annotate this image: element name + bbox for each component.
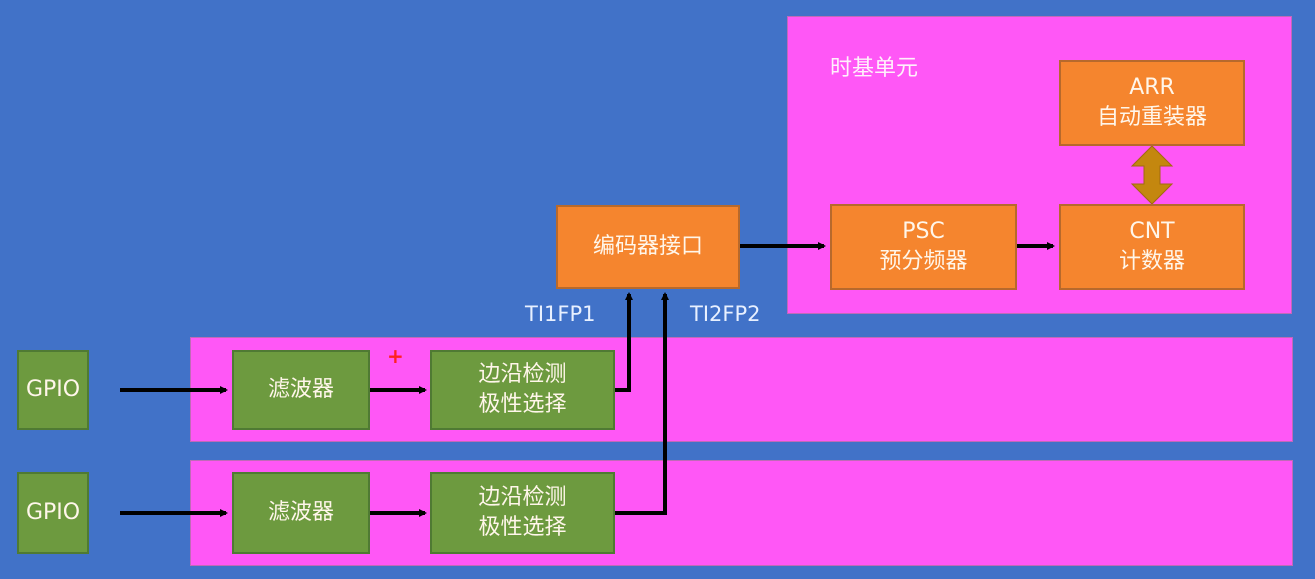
filter-1-block: 滤波器 xyxy=(232,350,370,430)
edge-detect-1-line2: 极性选择 xyxy=(478,392,567,417)
gpio-2-block: GPIO xyxy=(17,472,89,554)
filter-2-label: 滤波器 xyxy=(267,500,334,525)
edge-detect-2-line2: 极性选择 xyxy=(478,515,567,540)
wire-ti2fp2 xyxy=(614,292,669,515)
bidirectional-arrow-arr-cnt xyxy=(1130,145,1174,205)
arr-desc: 自动重装器 xyxy=(1096,105,1207,130)
arr-label: ARR xyxy=(1129,75,1175,100)
edge-detect-1-line1: 边沿检测 xyxy=(478,362,567,387)
arr-auto-reload-block: ARR 自动重装器 xyxy=(1059,60,1245,146)
psc-desc: 预分频器 xyxy=(879,249,968,274)
time-base-unit-title: 时基单元 xyxy=(830,56,919,81)
edge-detect-1-block: 边沿检测 极性选择 xyxy=(430,350,615,430)
gpio-1-label: GPIO xyxy=(25,377,81,402)
encoder-interface-label: 编码器接口 xyxy=(592,234,703,259)
psc-label: PSC xyxy=(902,219,945,244)
encoder-interface-block: 编码器接口 xyxy=(556,205,740,289)
edge-detect-2-block: 边沿检测 极性选择 xyxy=(430,472,615,554)
filter-2-block: 滤波器 xyxy=(232,472,370,554)
cursor-crosshair-icon: + xyxy=(387,344,404,368)
wire-ti1fp1 xyxy=(614,292,633,392)
cnt-counter-block: CNT 计数器 xyxy=(1059,204,1245,290)
edge-detect-2-line1: 边沿检测 xyxy=(478,485,567,510)
cnt-desc: 计数器 xyxy=(1118,249,1185,274)
ti2fp2-label: TI2FP2 xyxy=(690,302,761,326)
ti1fp1-label: TI1FP1 xyxy=(525,302,596,326)
cnt-label: CNT xyxy=(1129,219,1175,244)
filter-1-label: 滤波器 xyxy=(267,377,334,402)
gpio-2-label: GPIO xyxy=(25,500,81,525)
psc-prescaler-block: PSC 预分频器 xyxy=(830,204,1017,290)
gpio-1-block: GPIO xyxy=(17,350,89,430)
